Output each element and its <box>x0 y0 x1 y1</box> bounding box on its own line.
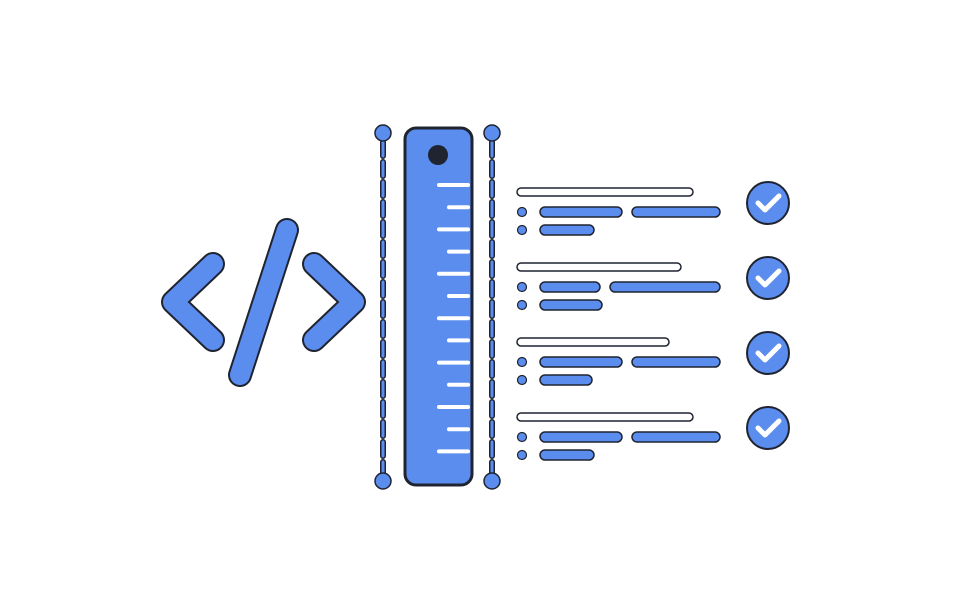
ruler-tick-long <box>437 449 470 454</box>
ruler-tick-short <box>447 294 470 298</box>
ruler-body <box>403 126 474 487</box>
left-angle-bracket-fill <box>163 254 223 350</box>
right-guide-bottom-dot <box>483 472 501 490</box>
checkmark-circle-icon <box>746 256 790 300</box>
check-mark <box>755 343 782 363</box>
ruler-tick-short <box>447 205 470 210</box>
checklist-bullet <box>516 206 528 218</box>
checkmark-circle-icon <box>746 181 790 225</box>
checklist-text-bar <box>539 356 623 368</box>
ruler-tick-short <box>447 249 470 254</box>
checklist <box>516 181 790 461</box>
check-mark <box>755 193 782 213</box>
checklist-heading-bar <box>516 187 694 197</box>
checklist-text-bar <box>539 431 623 443</box>
checklist-text-bar <box>631 431 721 443</box>
checklist-bullet <box>516 374 528 386</box>
slash-mark-fill <box>230 220 297 385</box>
checklist-text-bar <box>539 374 593 386</box>
checklist-heading-bar <box>516 337 670 347</box>
checklist-bullet <box>516 281 528 293</box>
checklist-item <box>516 181 790 236</box>
checklist-heading-bar <box>516 262 682 272</box>
left-guide-top-dot <box>374 124 392 142</box>
check-mark <box>755 268 782 288</box>
checklist-text-bar <box>539 299 603 311</box>
check-mark <box>755 418 782 438</box>
ruler-tick-long <box>437 227 470 232</box>
checklist-text-bar <box>539 224 595 236</box>
checklist-bullet <box>516 356 528 368</box>
ruler-tick-short <box>447 338 470 343</box>
left-guide-bottom-dot <box>374 472 392 490</box>
checklist-item <box>516 331 790 386</box>
check-circle <box>746 256 790 300</box>
checklist-bullet <box>516 431 528 443</box>
ruler-tick-short <box>447 382 470 387</box>
checkmark-circle-icon <box>746 331 790 375</box>
measurement-guides <box>374 124 501 490</box>
check-circle <box>746 331 790 375</box>
right-guide-top-dot <box>483 124 501 142</box>
checklist-text-bar <box>609 281 721 293</box>
ruler-tick-long <box>437 271 470 276</box>
ruler-icon <box>403 126 474 487</box>
checklist-heading-bar <box>516 412 694 422</box>
checkmark-circle-icon <box>746 406 790 450</box>
ruler-tick-long <box>437 316 470 321</box>
ruler-ticks <box>437 183 470 454</box>
checklist-item <box>516 256 790 311</box>
checklist-bullet <box>516 299 528 311</box>
check-circle <box>746 181 790 225</box>
checklist-text-bar <box>631 206 721 218</box>
checklist-text-bar <box>539 206 623 218</box>
checklist-bullet <box>516 449 528 461</box>
right-angle-bracket-fill <box>304 254 364 350</box>
checklist-text-bar <box>539 449 595 461</box>
checklist-text-bar <box>631 356 721 368</box>
checklist-text-bar <box>539 281 601 293</box>
ruler-tick-short <box>447 427 470 432</box>
ruler-hole <box>428 145 448 165</box>
ruler-tick-long <box>437 183 470 187</box>
checklist-item <box>516 406 790 461</box>
code-brackets-icon <box>161 218 366 387</box>
check-circle <box>746 406 790 450</box>
ruler-tick-long <box>437 360 470 365</box>
checklist-bullet <box>516 224 528 236</box>
ruler-tick-long <box>437 405 470 409</box>
